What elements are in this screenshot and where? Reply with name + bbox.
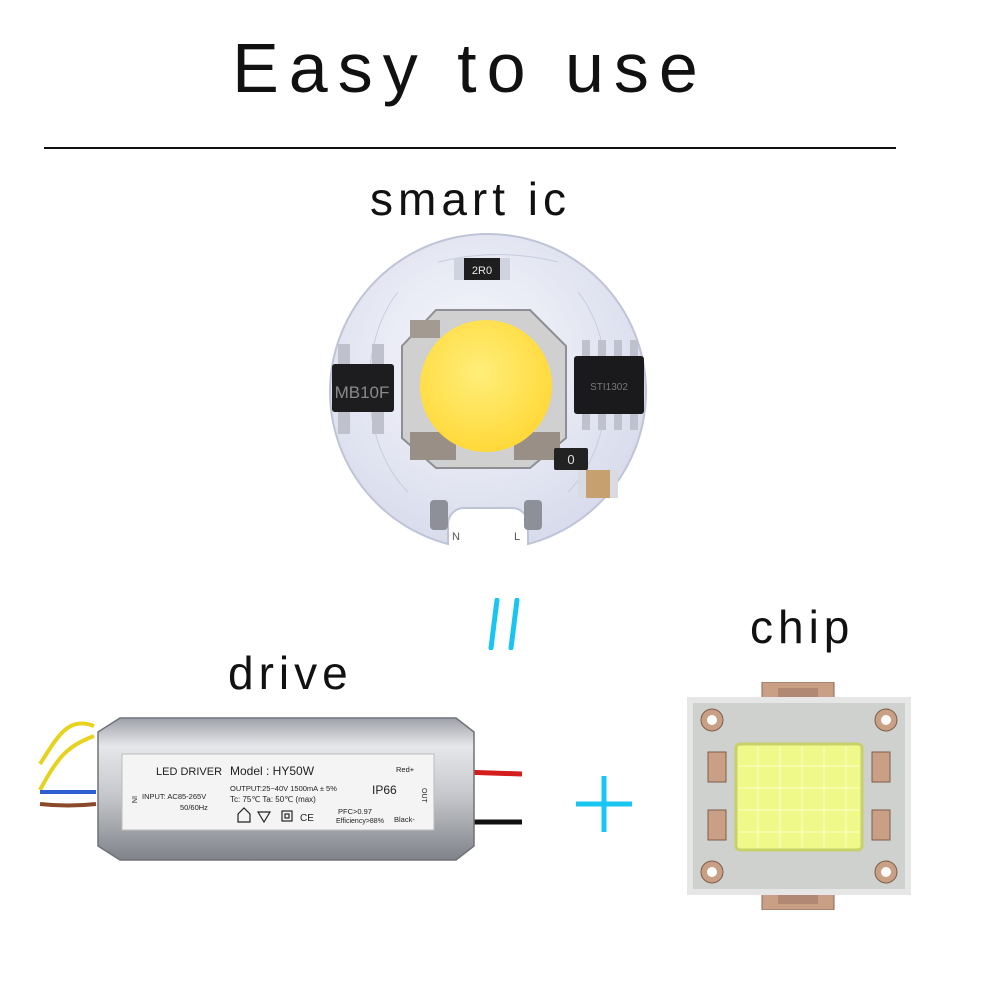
page-title: Easy to use (232, 29, 708, 107)
f-mark-icon (256, 811, 272, 824)
driver-frequency: 50/60Hz (180, 803, 208, 812)
driver-efficiency: Efficiency>88% (336, 818, 384, 825)
equals-sign: = (488, 598, 520, 650)
class-two-icon (281, 810, 293, 822)
red-wire-label: Red+ (396, 765, 415, 774)
drive-caption: drive (228, 647, 353, 699)
driver-ip-rating: IP66 (372, 783, 397, 797)
driver-output: OUTPUT:25~40V 1500mA ± 5% (230, 784, 337, 793)
driver-model: Model : HY50W (230, 764, 315, 778)
pin-l-label: L (514, 531, 520, 543)
bridge-rectifier-chip (332, 364, 394, 412)
smd-capacitor (578, 470, 618, 498)
chip-led-array (734, 742, 864, 852)
cob-chip-image (687, 682, 911, 910)
small-component-label: 0 (567, 452, 574, 467)
out-mark: OUT (420, 788, 427, 804)
in-mark: IN (130, 796, 137, 803)
cob-led-phosphor (420, 320, 552, 452)
indoor-use-icon (237, 807, 251, 823)
title-divider (44, 147, 896, 149)
ce-mark: CE (300, 813, 314, 824)
resistor-label: 2R0 (472, 265, 492, 277)
black-wire-label: Black- (394, 815, 415, 824)
driver-input: INPUT: AC85-265V (142, 792, 206, 801)
plus-sign: + (576, 776, 632, 832)
smd-component (554, 448, 588, 470)
driver-temps: Tc: 75℃ Ta: 50℃ (max) (230, 795, 316, 804)
driver-pfc: PFC>0.97 (338, 807, 372, 816)
left-chip-label: MB10F (335, 383, 390, 402)
pad-l (524, 500, 542, 530)
chip-caption: chip (750, 601, 855, 653)
pad-n (430, 500, 448, 530)
resistor (454, 258, 510, 280)
smart-ic-board-image: 2R0 MB10F STI1302 0 N L (328, 232, 648, 546)
led-driver-image: LED DRIVER Model : HY50W OUTPUT:25~40V 1… (38, 717, 522, 861)
driver-ic (574, 356, 644, 414)
smart-ic-caption: smart ic (370, 173, 571, 225)
driver-label-panel (121, 753, 435, 831)
pin-n-label: N (452, 531, 460, 543)
driver-brand: LED DRIVER (156, 766, 222, 778)
right-chip-label: STI1302 (590, 382, 628, 393)
